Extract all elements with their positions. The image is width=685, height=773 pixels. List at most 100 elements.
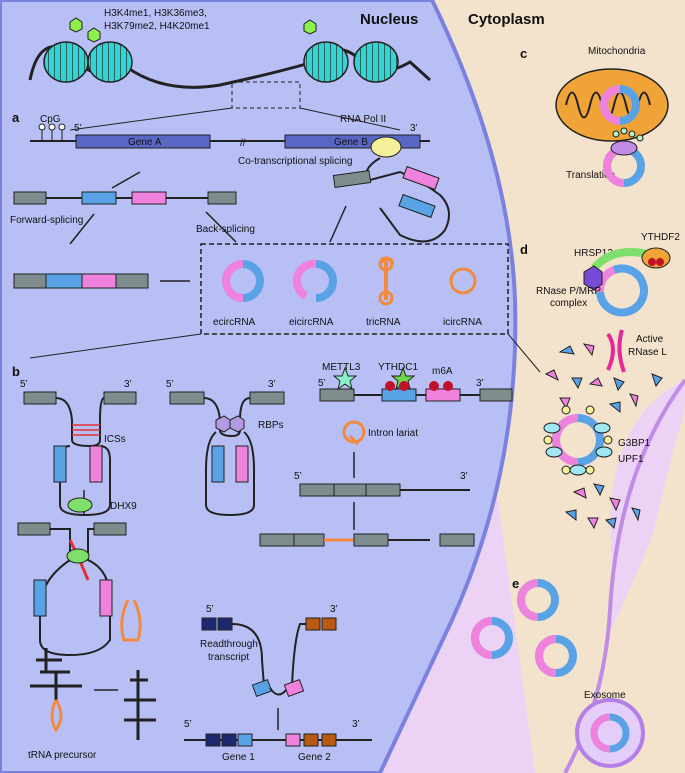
gene1-label: Gene 1	[222, 752, 255, 763]
rnase-l-shape	[606, 329, 626, 373]
histone-mark-hexagon	[303, 19, 317, 35]
circrna-types-box	[200, 243, 509, 335]
g3bp1-label: G3BP1	[618, 438, 651, 449]
exosome-shape	[575, 698, 645, 768]
linear-mrna	[13, 273, 149, 289]
m6a-label: m6A	[432, 366, 453, 377]
histone-mark-line-2: H3K79me2, H4K20me1	[104, 21, 210, 32]
rna-pol-ii-shape	[370, 136, 402, 158]
rna-fragments-2	[564, 483, 641, 530]
arrow	[111, 171, 141, 189]
panel-b-label: b	[12, 364, 20, 379]
mitochondrion-shape	[555, 68, 669, 142]
readthrough-label-1: Readthrough	[200, 639, 258, 650]
cpg-label: CpG	[40, 114, 61, 125]
mitochondria-label: Mitochondria	[588, 46, 646, 57]
trna-precursor	[30, 599, 156, 740]
svg-text:3’: 3’	[476, 378, 484, 389]
mettl3-label: METTL3	[322, 362, 361, 373]
mito-circrna	[600, 85, 640, 125]
nucleosome-1	[43, 41, 89, 83]
gene2-label: Gene 2	[298, 752, 331, 763]
svg-text:5’: 5’	[294, 471, 302, 482]
translation-label: Translation	[566, 170, 615, 181]
zoom-box	[231, 81, 301, 109]
icircrna-shape	[449, 267, 477, 295]
intron-lariat-label: Intron lariat	[368, 428, 418, 439]
rna-fragments-1	[544, 343, 663, 414]
eicircrna-shape	[292, 259, 337, 302]
panel-e-label: e	[512, 576, 519, 591]
rbps-label: RBPs	[258, 420, 284, 431]
trna-precursor-label: tRNA precursor	[28, 750, 97, 761]
nucleosome-group	[43, 17, 399, 83]
zoom-line	[299, 107, 401, 131]
nucleus-label: Nucleus	[360, 11, 418, 28]
histone-mark-line-1: H3K4me1, H3K36me3,	[104, 8, 207, 19]
svg-text:5’: 5’	[206, 604, 214, 615]
svg-text:3’: 3’	[330, 604, 338, 615]
lariat-transcript-2	[259, 533, 475, 547]
zoom-line	[507, 333, 541, 373]
svg-text:3’: 3’	[124, 379, 132, 390]
ythdc1-label: YTHDC1	[378, 362, 418, 373]
ecircrna-shape	[222, 260, 264, 302]
arrow	[329, 205, 347, 243]
svg-text:5’: 5’	[20, 379, 28, 390]
pre-mrna	[13, 191, 237, 205]
rnase-p-label-1: RNase P/MRP	[536, 286, 601, 297]
zoom-line	[29, 333, 202, 359]
nucleosome-4	[353, 41, 399, 83]
panel-c-label: c	[520, 46, 527, 61]
rna-pol-label: RNA Pol II	[340, 114, 386, 125]
panel-a-label: a	[12, 110, 20, 125]
ics-label: ICSs	[104, 434, 126, 445]
dhx9-unwound-model	[17, 522, 127, 657]
svg-text:5’: 5’	[166, 379, 174, 390]
histone-mark-hexagon	[69, 17, 83, 33]
svg-text:5’: 5’	[184, 719, 192, 730]
dhx9-label: DHX9	[110, 501, 137, 512]
nucleus-bg	[0, 0, 518, 773]
svg-text:3’: 3’	[352, 719, 360, 730]
gene-a-label: Gene A	[128, 137, 162, 148]
svg-text:3’: 3’	[268, 379, 276, 390]
lariat-transcript-1: 5’ 3’	[294, 471, 470, 497]
hrsp12-label: HRSP12	[574, 248, 613, 259]
cotx-splicing-label: Co-transcriptional splicing	[238, 156, 353, 167]
circrna-type-1: ecircRNA	[213, 317, 256, 328]
rnase-l-label-1: Active	[636, 334, 664, 345]
circrna-type-4: icircRNA	[443, 317, 482, 328]
rbp-model: 5’ 3’	[166, 379, 285, 517]
ribosome-circrna	[603, 127, 645, 187]
m6a-transcript: 5’ 3’	[318, 366, 513, 402]
g3bp1-upf1-complex	[543, 405, 613, 476]
three-prime-label: 3’	[410, 123, 418, 134]
zoom-line	[69, 107, 233, 131]
svg-text:3’: 3’	[460, 471, 468, 482]
readthrough-transcript: 5’ 3’	[201, 604, 338, 698]
circrna-type-3: tricRNA	[366, 317, 401, 328]
five-prime-label: 5’	[74, 123, 82, 134]
extracellular-circrnas	[471, 579, 577, 677]
back-splicing-label: Back-splicing	[196, 224, 255, 235]
cytoplasm-label: Cytoplasm	[468, 11, 545, 28]
panel-d-label: d	[520, 242, 528, 257]
intron-lariat	[342, 420, 366, 446]
arrow	[69, 213, 95, 245]
gene-a-block	[75, 134, 211, 149]
svg-text:5’: 5’	[318, 378, 326, 389]
rnase-l-label-2: RNase L	[628, 347, 667, 358]
extracellular-corner	[612, 410, 685, 773]
ics-pairing-model: 5’ 3’	[20, 379, 137, 517]
histone-mark-hexagon	[87, 27, 101, 43]
circrna-type-2: eicircRNA	[289, 317, 334, 328]
gene1-gene2-locus: 5’ 3’	[184, 719, 372, 747]
dhx9-shape	[67, 497, 93, 513]
gene-b-label: Gene B	[334, 137, 368, 148]
upf1-label: UPF1	[618, 454, 644, 465]
exosome-label: Exosome	[584, 690, 626, 701]
rnase-p-circrna	[583, 247, 671, 317]
